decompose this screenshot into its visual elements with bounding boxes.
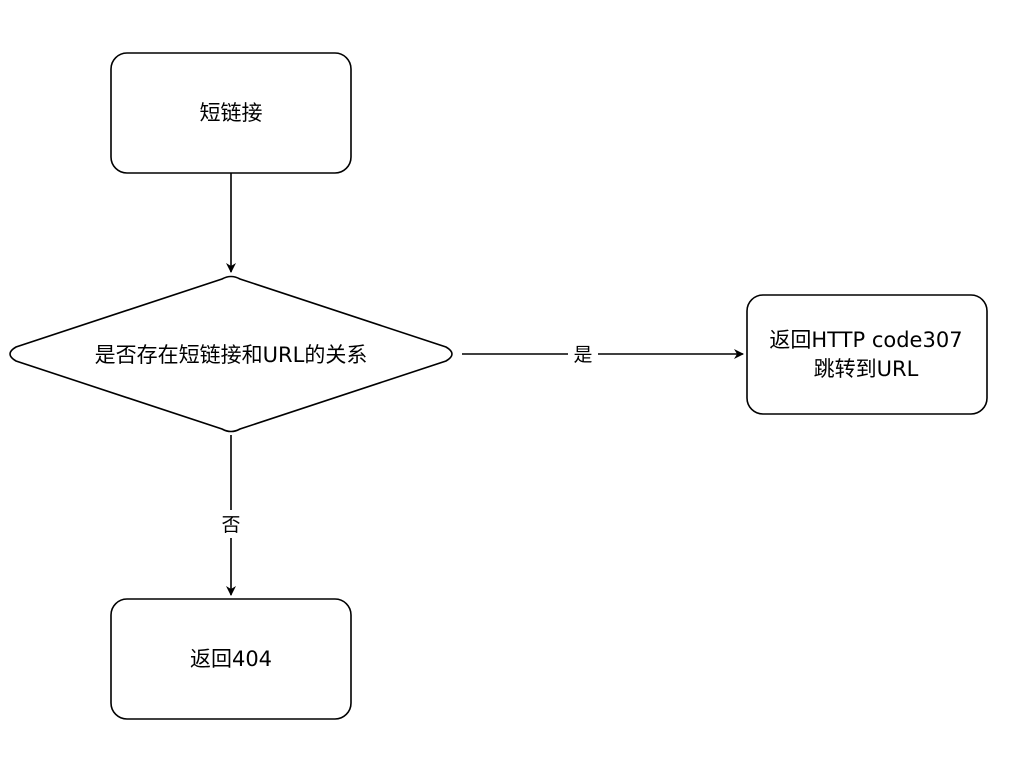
- node-start-label: 短链接: [200, 101, 263, 125]
- edge-decision-yes[interactable]: 是: [462, 342, 744, 368]
- node-redirect[interactable]: 返回HTTP code307 跳转到URL: [746, 294, 988, 415]
- node-decision[interactable]: 是否存在短链接和URL的关系: [9, 275, 453, 433]
- edge-decision-no[interactable]: 否: [216, 435, 246, 596]
- node-decision-label: 是否存在短链接和URL的关系: [95, 343, 368, 367]
- edge-label-no: 否: [221, 514, 240, 536]
- node-not-found-label: 返回404: [190, 647, 272, 671]
- node-redirect-line-2: 跳转到URL: [814, 357, 919, 381]
- node-start[interactable]: 短链接: [110, 52, 352, 174]
- node-not-found[interactable]: 返回404: [110, 598, 352, 720]
- node-redirect-line-1: 返回HTTP code307: [769, 328, 962, 352]
- edge-label-yes: 是: [573, 344, 592, 366]
